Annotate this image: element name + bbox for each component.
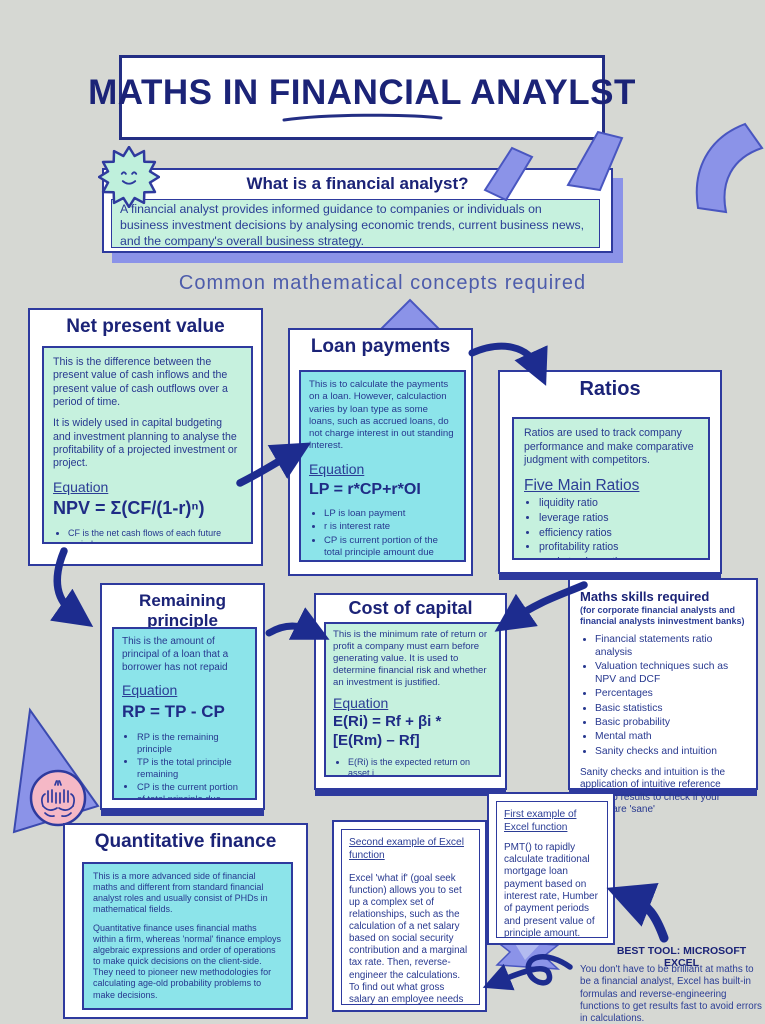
bullet-item: CF is the net cash flows of each future … [68,528,242,542]
equation: RP = TP - CP [122,702,225,722]
card-title: Ratios [579,378,641,400]
intro-section: What is a financial analyst? A financial… [102,168,613,253]
body-paragraph: Excel 'what if' (goal seek function) all… [349,872,468,1005]
bullet-item: Mental math [595,731,746,744]
bullet-item: Basic statistics [595,703,746,716]
card-remaining-principle: Remaining principle This is the amount o… [100,583,265,810]
bullet-list: CF is the net cash flows of each future … [53,528,242,542]
card-excel-first-example: First example of Excel function PMT() to… [487,792,615,945]
bullet-item: profitability ratios [539,541,698,555]
card-body: This is the amount of principal of a loa… [112,627,257,800]
card-ratios: Ratios Ratios are used to track company … [498,370,722,574]
body-paragraph: This is the amount of principal of a loa… [122,636,229,673]
sun-doodle-icon [98,146,160,208]
bullet-list: RP is the remaining principleTP is the t… [122,731,247,798]
card-title: Maths skills required [580,589,710,604]
arrow-loan-to-ratios [468,342,548,386]
card-body: This is a more advanced side of financia… [82,862,293,1010]
body-paragraph: This is the minimum rate of return or pr… [333,629,488,688]
card-cost-of-capital: Cost of capital This is the minimum rate… [314,593,507,790]
bullet-item: LP is loan payment [324,508,456,520]
body-paragraph: This is a more advanced side of financia… [93,871,268,915]
bullet-item: Financial statements ratio analysis [595,634,746,660]
card-title: Remaining principle [139,591,226,630]
bullet-list: liquidity ratioleverage ratiosefficiency… [524,497,698,558]
triangle-pointer-decoration [376,298,444,332]
raised-hands-icon [29,769,87,827]
intro-heading: What is a financial analyst? [246,174,469,193]
body-paragraph: PMT() to rapidly calculate traditional m… [504,841,598,938]
bullet-item: E(Ri) is the expected return on asset i [348,757,492,775]
bullet-item: efficiency ratios [539,527,698,541]
card-subtitle: (for corporate financial analysts and fi… [580,605,745,627]
equation: E(Ri) = Rf + βi * [E(Rm) – Rf] [333,713,442,750]
equation-label: Equation [122,682,178,699]
card-body: This is the difference between the prese… [42,346,253,544]
card-quantitative-finance: Quantitative finance This is a more adva… [63,823,308,1019]
subheading: Five Main Ratios [524,476,640,494]
bullet-list: Financial statements ratio analysisValua… [580,634,746,759]
equation: NPV = Σ(CF/(1-r)ⁿ) [53,498,205,519]
body-paragraph: Ratios are used to track company perform… [524,427,694,467]
card-title: Quantitative finance [94,831,277,852]
bullet-list: E(Ri) is the expected return on asset iR… [333,757,492,775]
bottom-note: You don't have to be brilliant at maths … [580,964,762,1024]
card-net-present-value: Net present value This is the difference… [28,308,263,566]
card-loan-payments: Loan payments This is to calculate the p… [288,328,473,576]
best-tool-label: BEST TOOL: MICROSOFT EXCEL [616,945,747,969]
card-body: Ratios are used to track company perform… [512,417,710,560]
card-title: Second example of Excel function [349,837,464,862]
card-title: Loan payments [310,336,451,357]
arrow-remaining-to-cost [265,607,330,640]
body-paragraph: Quantitative finance uses financial math… [93,922,282,967]
section-heading: Common mathematical concepts required [178,272,587,294]
card-excel-second-example: Second example of Excel function Excel '… [332,820,487,1012]
card-title: Cost of capital [348,598,473,618]
bullet-item: Percentages [595,688,746,701]
arrow-note-to-first-example [606,883,669,943]
body-paragraph: This is the difference between the prese… [53,356,228,409]
title-underline [282,113,442,121]
body-paragraph: It is widely used in capital budgeting a… [53,417,238,470]
bullet-item: RP is the remaining principle [137,731,247,755]
card-maths-skills: Maths skills required (for corporate fin… [568,578,758,815]
equation-label: Equation [333,694,389,711]
bullet-item: r is interest rate [324,521,456,533]
card-footer-note: Sanity checks and intuition is the appli… [580,766,726,816]
title-banner: MATHS IN FINANCIAL ANAYLST [88,55,635,140]
card-body: This is the minimum rate of return or pr… [324,622,501,777]
card-body: Second example of Excel function Excel '… [341,829,480,1005]
brush-stroke-decoration [483,122,764,214]
intro-body: A financial analyst provides informed gu… [111,199,600,248]
bullet-item: liquidity ratio [539,497,698,511]
bullet-item: Valuation techniques such as NPV and DCF [595,661,746,687]
equation: LP = r*CP+r*OI [309,480,421,498]
bullet-item: leverage ratios [539,512,698,526]
card-title: Net present value [66,316,225,337]
body-paragraph: They need to pioneer new methodologies f… [93,967,272,1000]
bullet-item: TP is the total principle remaining [137,756,247,780]
bullet-item: CP is the current portion of total princ… [137,781,247,798]
equation-label: Equation [309,460,365,477]
bullet-item: market value ratios [539,556,698,558]
card-body: This is to calculate the payments on a l… [299,370,466,562]
body-paragraph: This is to calculate the payments on a l… [309,379,454,452]
bullet-item: Sanity checks and intuition [595,746,746,759]
bullet-item: Basic probability [595,717,746,730]
card-body: First example of Excel function PMT() to… [496,801,608,938]
bullet-item: CP is current portion of the total princ… [324,535,456,560]
bullet-list: LP is loan paymentr is interest rate CP i… [309,508,456,562]
card-title: First example of Excel function [504,809,577,834]
equation-label: Equation [53,478,109,495]
page-title: MATHS IN FINANCIAL ANAYLST [88,72,636,112]
